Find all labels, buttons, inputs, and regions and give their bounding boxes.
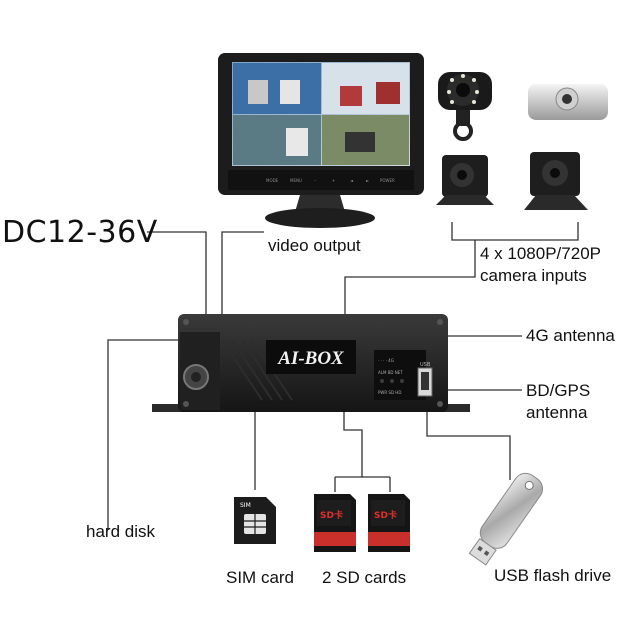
monitor-button-6: ►	[366, 178, 370, 183]
monitor-button-7: POWER	[380, 178, 395, 183]
sd-line	[343, 410, 363, 477]
sd-tag-2: SD卡	[374, 509, 397, 521]
monitor-button-2: MENU	[290, 178, 302, 183]
led-indicators	[380, 379, 404, 383]
power-label: DC12-36V	[2, 215, 158, 250]
hard-disk-label: hard disk	[86, 522, 155, 541]
camera-4-box	[524, 152, 588, 210]
usb-tag: USB	[420, 362, 431, 368]
sd-tag-1: SD卡	[320, 509, 343, 521]
camera-2-silver	[528, 84, 608, 120]
status-panel	[374, 350, 426, 400]
monitor-stand-base	[265, 208, 375, 228]
monitor-button-1: MODE	[266, 178, 279, 183]
brand-badge	[266, 340, 356, 374]
truck-5	[286, 128, 308, 156]
led-row-2: PWR SD HD	[378, 390, 401, 395]
camera-bracket	[451, 222, 579, 241]
led-row-1: ALM BD NET	[378, 370, 403, 375]
camera-inputs-label-line2: camera inputs	[480, 266, 587, 285]
truck-3	[340, 86, 362, 106]
ai-box: AI-BOX · · · · 4G ALM BD NET PWR SD HD U…	[152, 314, 470, 412]
gps-label-line1: BD/GPS	[526, 381, 591, 400]
monitor-button-4: +	[332, 178, 335, 183]
antenna-4g-label: 4G antenna	[526, 326, 615, 345]
sim-tag: SIM	[240, 502, 251, 509]
camera-3-box	[436, 155, 494, 205]
box-screws	[183, 319, 443, 407]
monitor-button-bar	[228, 170, 414, 190]
camera-link-line	[344, 240, 476, 316]
mount-ear-right	[430, 404, 470, 412]
usb-line	[426, 398, 511, 480]
truck-1	[248, 80, 268, 104]
mount-ear-left	[152, 404, 192, 412]
screen-quad-1	[233, 63, 321, 114]
monitor-button-3: –	[314, 178, 316, 183]
truck-2	[280, 80, 300, 104]
camera-1-ir-dome	[438, 72, 492, 141]
video-output-label: video output	[268, 236, 361, 255]
led-top: · · · · 4G	[378, 358, 394, 363]
video-line	[221, 231, 264, 316]
monitor-buttons: MODE MENU – + ◄ ► POWER	[266, 178, 395, 183]
sd-cards-label: 2 SD cards	[322, 568, 407, 587]
usb-flash-drive-icon	[468, 472, 544, 566]
sim-card-icon: SIM	[234, 497, 276, 544]
monitor-button-5: ◄	[350, 178, 354, 183]
truck-4	[376, 82, 400, 104]
truck-6	[345, 132, 375, 152]
gps-label-line2: antenna	[526, 403, 588, 422]
camera-inputs-label-line1: 4 x 1080P/720P	[480, 244, 601, 263]
sim-card-label: SIM card	[226, 568, 295, 587]
brand-label: AI-BOX	[277, 348, 345, 369]
sd-card-1-icon: SD卡	[314, 494, 356, 552]
sd-card-2-icon: SD卡	[368, 494, 410, 552]
power-line	[147, 231, 207, 316]
usb-drive-label: USB flash drive	[494, 566, 612, 585]
monitor: MODE MENU – + ◄ ► POWER	[218, 53, 424, 228]
